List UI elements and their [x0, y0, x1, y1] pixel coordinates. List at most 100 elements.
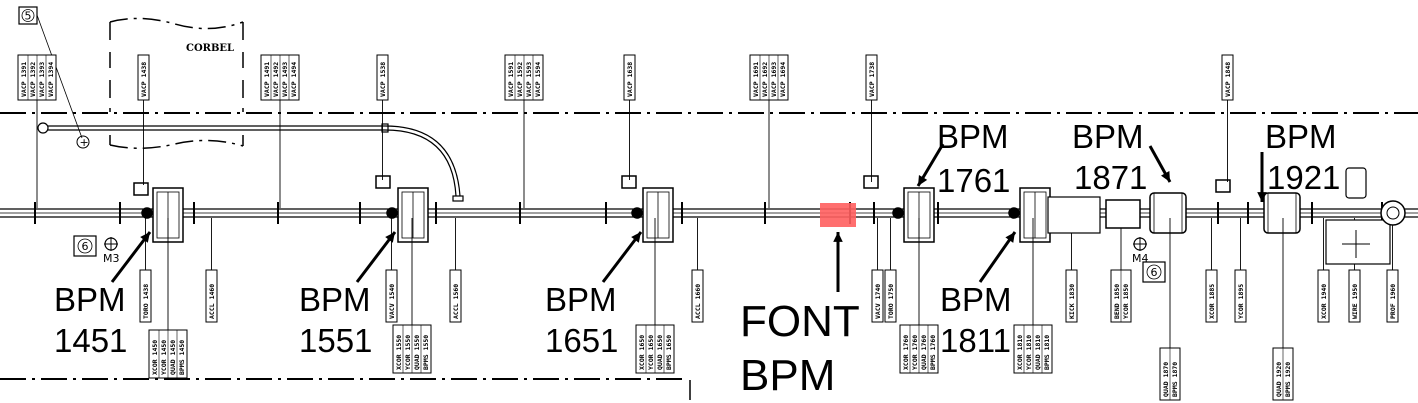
- bpm-callout-1761: BPM 1761: [937, 118, 1010, 199]
- device-tag: VACP 1848: [1221, 54, 1234, 182]
- device-tag-text: TORO 1750: [887, 284, 895, 319]
- device-tag-text: VACP 1438: [140, 62, 148, 97]
- quad-bpm-block: [1008, 187, 1051, 243]
- device-tag-text: XCOR 1810: [1016, 335, 1024, 370]
- device-tag-text: VACP 1693: [770, 62, 778, 97]
- device-tag-text: VACP 1493: [281, 62, 289, 97]
- large-quad-block: [1149, 192, 1187, 234]
- device-tag-text: VACP 1591: [507, 62, 515, 97]
- device-tag-text: ACCL 1560: [452, 284, 460, 319]
- callout-arrow: [110, 231, 152, 283]
- device-tag-text: VACP 1848: [1224, 62, 1232, 97]
- bpm-callout-word: BPM: [299, 281, 371, 318]
- font-bpm-line2: BPM: [740, 351, 835, 400]
- vacuum-valve: [1215, 179, 1231, 193]
- device-tag-text: XCOR 1885: [1208, 284, 1216, 319]
- device-tag: ACCL 1560: [449, 218, 462, 323]
- font-bpm-highlight: [820, 203, 856, 227]
- device-tag: ACCL 1460: [205, 218, 218, 323]
- quad-bpm-block: [386, 187, 429, 243]
- quad-bpm-block: [892, 187, 935, 243]
- callout-arrows: [110, 143, 1267, 292]
- device-tag-text: QUAD 1810: [1034, 335, 1042, 370]
- device-tag-text: BPMS 1870: [1171, 362, 1179, 397]
- device-tag: KICK 1830: [1065, 218, 1078, 323]
- bpm-callout-word: BPM: [1265, 118, 1337, 155]
- device-tag-text: PROF 1960: [1389, 284, 1397, 319]
- bpm-callout-word: BPM: [937, 118, 1009, 155]
- ref-box-6-right-label: 6: [1151, 266, 1158, 279]
- device-tag-text: ACCL 1460: [208, 284, 216, 319]
- device-tag-text: YCOR 1450: [160, 340, 168, 375]
- cable-tray: [37, 122, 464, 202]
- font-bpm-callout: FONT BPM: [740, 297, 860, 400]
- device-tag-text: WIRE 1950: [1351, 284, 1359, 319]
- bpm-callout-word: BPM: [1072, 118, 1144, 155]
- device-tag-text: VACP 1494: [290, 62, 298, 97]
- vacuum-valve: [375, 175, 391, 189]
- m3-label: M3: [103, 252, 120, 265]
- large-quad-block: [1263, 192, 1301, 234]
- device-tag-text: YCOR 1550: [404, 335, 412, 370]
- device-tag-text: ACCL 1660: [694, 284, 702, 319]
- device-tag-text: YCOR 1760: [911, 335, 919, 370]
- device-tag: TORO 1750: [884, 218, 897, 323]
- device-tag-text: YCOR 1650: [647, 335, 655, 370]
- bpm-callout-1451: BPM 1451: [54, 281, 127, 359]
- device-tag-text: BPMS 1650: [665, 335, 673, 370]
- device-tag: VACV 1740: [871, 218, 884, 323]
- device-tag-text: VACP 1638: [626, 62, 634, 97]
- callout-arrow: [1257, 152, 1267, 202]
- device-tag-text: VACV 1740: [874, 284, 882, 319]
- quad-blocks: [133, 175, 1301, 243]
- plus-icon: +: [80, 136, 89, 149]
- device-tag-text: BPMS 1920: [1284, 362, 1292, 397]
- bpm-callout-number: 1451: [54, 322, 127, 359]
- bpm-callout-word: BPM: [54, 281, 126, 318]
- corbel-outline: [109, 17, 244, 150]
- ref-box-6-right: [1142, 261, 1166, 283]
- device-tag-text: VACP 1538: [379, 62, 387, 97]
- device-tag-text: BPMS 1760: [929, 335, 937, 370]
- plus-circle-icon: [76, 135, 90, 149]
- bend-block: [1105, 199, 1141, 229]
- device-tag-text: VACP 1592: [516, 62, 524, 97]
- bpm-callout-1811: BPM 1811: [940, 281, 1012, 359]
- device-tag-text: VACP 1492: [272, 62, 280, 97]
- vacuum-valve: [863, 175, 879, 189]
- device-tag-text: QUAD 1870: [1162, 362, 1170, 397]
- ref-5-leader: [36, 14, 83, 139]
- device-tag-text: XCOR 1550: [395, 335, 403, 370]
- device-tag-text: QUAD 1650: [656, 335, 664, 370]
- bpm-callout-1651: BPM 1651: [545, 281, 618, 359]
- vacuum-valve: [133, 182, 149, 196]
- font-bpm-line1: FONT: [740, 297, 860, 346]
- device-tag-text: XCOR 1450: [151, 340, 159, 375]
- wire-scanner-block: [1325, 219, 1391, 265]
- device-tag-text: VACP 1393: [38, 62, 46, 97]
- device-tag-text: TORO 1438: [142, 284, 150, 319]
- bpm-callout-number: 1761: [937, 162, 1010, 199]
- callout-arrow: [1148, 145, 1172, 183]
- bpm-callout-word: BPM: [940, 281, 1012, 318]
- bpm-callout-word: BPM: [545, 281, 617, 318]
- device-tag-text: QUAD 1550: [413, 335, 421, 370]
- bpm-callout-number: 1871: [1074, 159, 1147, 196]
- device-tag-text: VACP 1394: [47, 62, 55, 97]
- callout-arrow: [601, 231, 643, 283]
- device-tag: YCOR 1895: [1234, 218, 1247, 323]
- device-tag-text: QUAD 1760: [920, 335, 928, 370]
